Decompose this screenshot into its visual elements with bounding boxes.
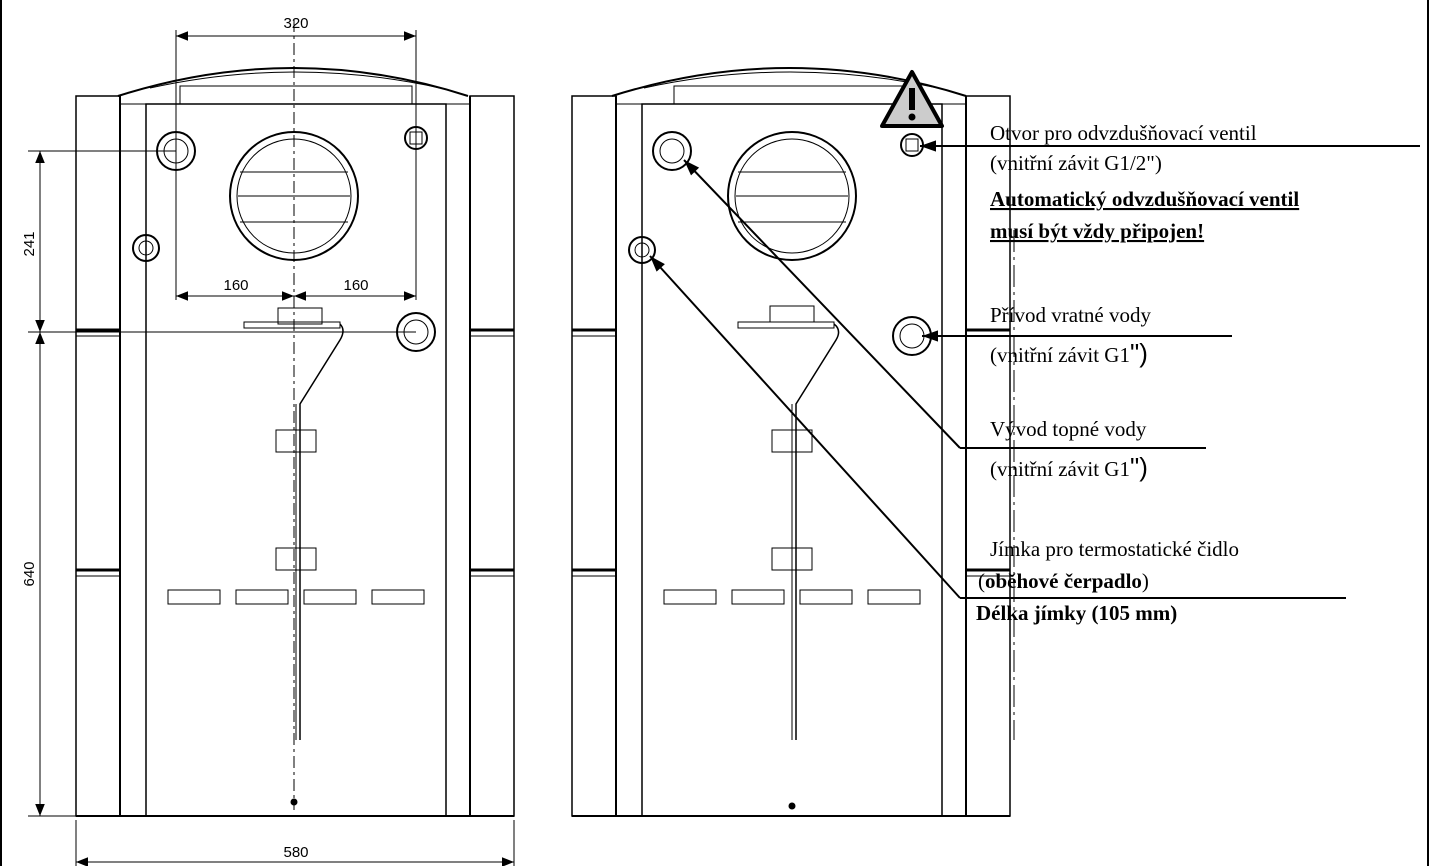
vent-thread: (vnitřní závit G1/2") xyxy=(990,151,1162,175)
return-thread: (vnitřní závit G1") xyxy=(990,338,1148,368)
callout-vent-valve: Otvor pro odvzdušňovací ventil (vnitřní … xyxy=(990,121,1299,243)
vent-warning-line2: musí být vždy připojen! xyxy=(990,219,1204,243)
left-boiler-view xyxy=(75,67,515,817)
vent-label: Otvor pro odvzdušňovací ventil xyxy=(990,121,1257,145)
dimension-left-half: 160 xyxy=(223,277,248,294)
flow-thread: (vnitřní závit G1") xyxy=(990,452,1148,482)
callout-sensor-well: Jímka pro termostatické čidlo (oběhové č… xyxy=(976,537,1239,625)
sensor-label: Jímka pro termostatické čidlo xyxy=(990,537,1239,561)
sensor-pump-name: oběhové čerpadlo xyxy=(985,569,1142,593)
sensor-pump-close: ) xyxy=(1142,569,1149,593)
sensor-pump: (oběhové čerpadlo) xyxy=(978,569,1149,593)
callout-return-water: Přívod vratné vody (vnitřní závit G1") xyxy=(990,303,1151,368)
return-thread-close: ") xyxy=(1130,338,1148,368)
sensor-well-length: Délka jímky (105 mm) xyxy=(976,601,1177,625)
dimension-bottom-width: 580 xyxy=(283,844,308,861)
warning-icon xyxy=(880,70,944,128)
flow-label: Vývod topné vody xyxy=(990,417,1147,441)
dimension-lines xyxy=(28,20,515,866)
sensor-pump-open: ( xyxy=(978,569,985,593)
return-thread-text: (vnitřní závit G1 xyxy=(990,343,1130,367)
dimension-lower-height: 640 xyxy=(21,561,38,586)
dimension-right-half: 160 xyxy=(343,277,368,294)
right-boiler-view xyxy=(571,67,1011,817)
flow-thread-close: ") xyxy=(1130,452,1148,482)
flow-thread-text: (vnitřní závit G1 xyxy=(990,457,1130,481)
callout-flow-water: Vývod topné vody (vnitřní závit G1") xyxy=(990,417,1148,482)
dimension-top-width: 320 xyxy=(283,15,308,32)
callout-leaders xyxy=(649,140,1420,740)
dimension-upper-height: 241 xyxy=(21,231,38,256)
vent-warning-line1: Automatický odvzdušňovací ventil xyxy=(990,187,1299,211)
return-label: Přívod vratné vody xyxy=(990,303,1151,327)
